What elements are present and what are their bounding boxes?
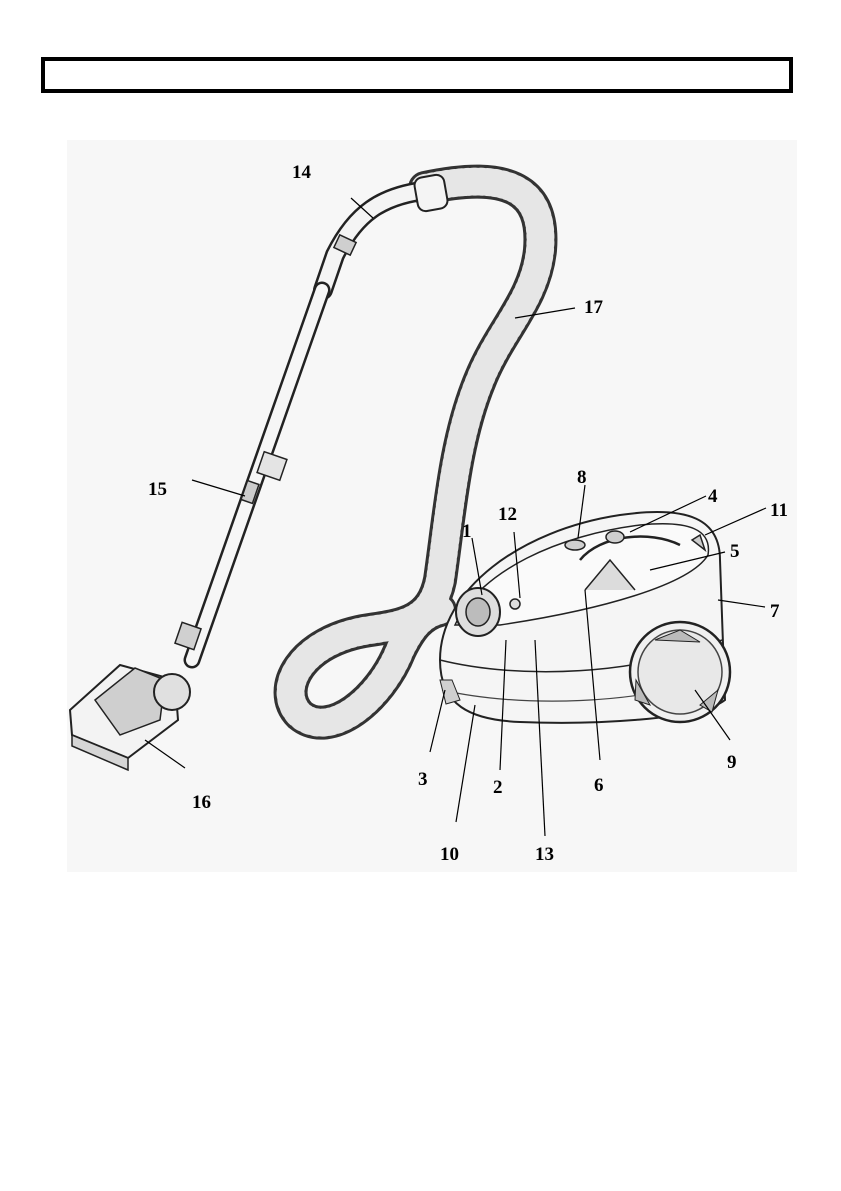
callout-14: 14 [292,163,311,182]
callout-10: 10 [440,845,459,864]
canister-body [440,512,730,723]
leader-10 [456,705,475,822]
floor-brush [70,665,190,770]
callout-1: 1 [462,522,472,541]
callout-7: 7 [770,602,780,621]
callout-5: 5 [730,542,740,561]
callout-16: 16 [192,793,211,812]
callout-3: 3 [418,770,428,789]
leader-15 [192,480,245,496]
callout-6: 6 [594,776,604,795]
callout-4: 4 [708,487,718,506]
callout-15: 15 [148,480,167,499]
callout-2: 2 [493,778,503,797]
telescopic-tube [175,290,322,660]
leader-11 [705,508,766,535]
callout-8: 8 [577,468,587,487]
leader-7 [718,600,765,607]
hose-handle [323,174,449,290]
leader-16 [145,740,185,768]
callout-13: 13 [535,845,554,864]
callout-12: 12 [498,505,517,524]
callout-9: 9 [727,753,737,772]
leader-3 [430,690,445,752]
callout-11: 11 [770,501,788,520]
callout-17: 17 [584,298,603,317]
